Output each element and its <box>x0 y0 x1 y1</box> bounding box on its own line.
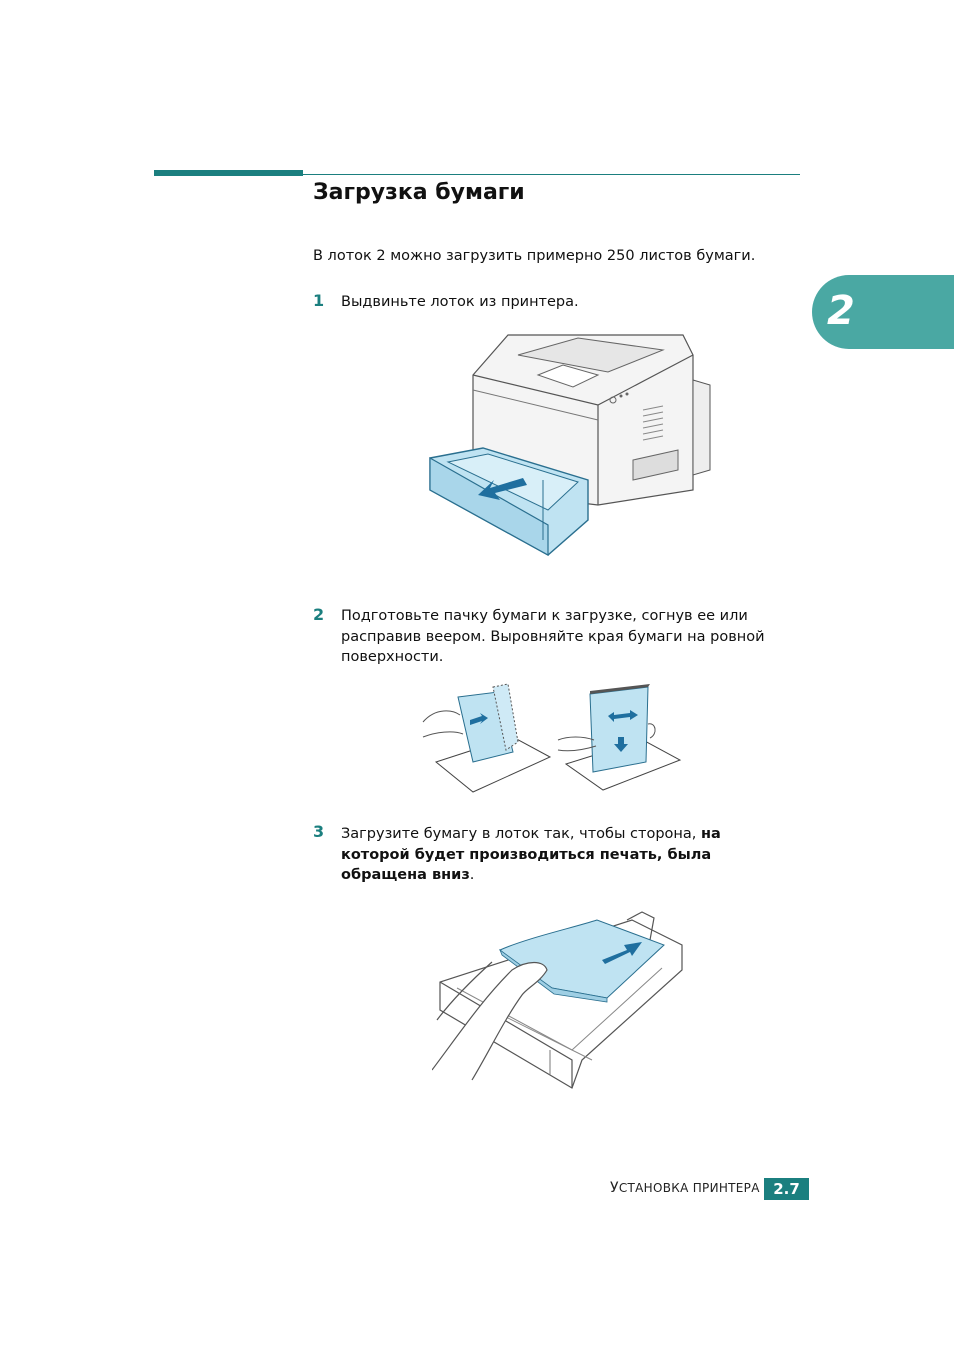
step-3-number: 3 <box>313 822 325 841</box>
page-title: Загрузка бумаги <box>313 180 525 205</box>
step-3-text-end: . <box>469 867 475 883</box>
step-1-number: 1 <box>313 291 325 310</box>
paper-fanning-illustration <box>422 683 682 793</box>
step-3-text: Загрузите бумагу в лоток так, чтобы стор… <box>341 824 791 886</box>
footer-section-label: УСТАНОВКА ПРИНТЕРА <box>610 1180 760 1196</box>
header-rule-thin <box>303 174 800 175</box>
footer-section-first-letter: У <box>610 1180 619 1196</box>
step-1-text: Выдвиньте лоток из принтера. <box>341 294 579 310</box>
page-number-badge: 2.7 <box>764 1178 809 1200</box>
step-3-text-plain: Загрузите бумагу в лоток так, чтобы стор… <box>341 826 701 842</box>
step-2-number: 2 <box>313 605 325 624</box>
footer-section-rest: СТАНОВКА ПРИНТЕРА <box>618 1181 760 1195</box>
intro-text: В лоток 2 можно загрузить примерно 250 л… <box>313 248 756 264</box>
header-rule-thick <box>154 170 303 176</box>
step-2-text: Подготовьте пачку бумаги к загрузке, сог… <box>341 608 765 665</box>
paper-loading-illustration <box>432 911 683 1089</box>
chapter-tab-number: 2 <box>827 288 855 334</box>
printer-tray-illustration <box>429 334 711 557</box>
step-3-text-bold: на которой будет производиться печать, б… <box>341 826 721 883</box>
chapter-tab <box>812 275 954 349</box>
